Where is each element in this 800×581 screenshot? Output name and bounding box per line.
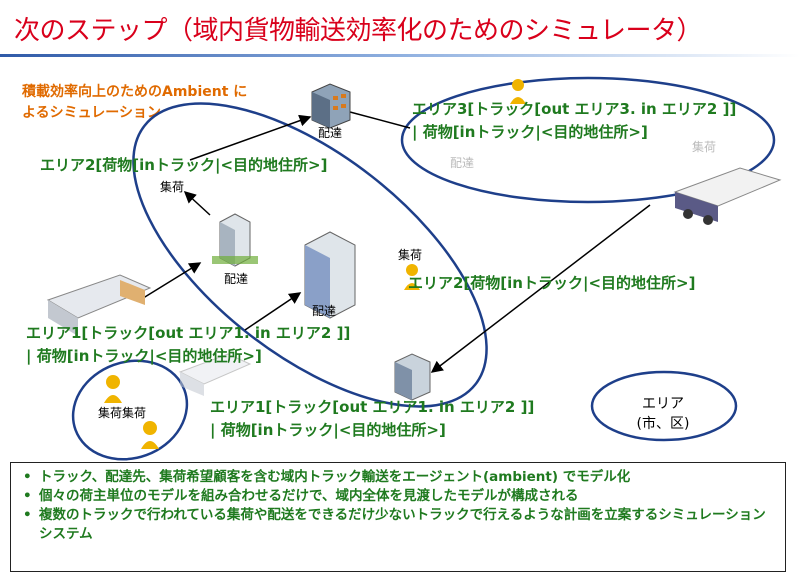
person-icon-mid [404,264,420,290]
summary-item: トラック、配達先、集荷希望顧客を含む域内トラック輸送をエージェント(ambien… [21,468,777,487]
arrow-building-to-area3 [349,111,411,129]
title-divider [0,54,800,57]
diagram-subtitle: 積載効率向上のためのAmbient に よるシミュレーション [22,82,247,124]
area3-label: エリア3[トラック[out エリア3. in エリア2 ]] | 荷物[inトラ… [412,98,736,144]
delivery-label-building: 配達 [312,304,337,318]
pickup-label-mid: 集荷 [398,248,423,262]
area1-ellipse [71,359,189,461]
person-icon-bottom-2 [141,421,159,449]
subtitle-line-2: よるシミュレーション [22,105,162,121]
summary-list: トラック、配達先、集荷希望顧客を含む域内トラック輸送をエージェント(ambien… [21,468,777,544]
page-title: 次のステップ（域内貨物輸送効率化のためのシミュレータ） [14,16,702,46]
area3-label-line-1: エリア3[トラック[out エリア3. in エリア2 ]] [412,100,737,118]
building-tall-icon [304,231,356,319]
subtitle-line-1: 積載効率向上のためのAmbient に [22,84,248,100]
legend-ellipse [590,370,738,442]
area1-label-a-line-1: エリア1[トラック[out エリア1. in エリア2 ]] [26,324,351,342]
area3-ellipse [400,76,776,204]
truck-middle-icon [178,353,252,396]
arrow-truck2-to-bldg [244,292,302,331]
area-legend: エリア (市、区) [628,394,698,434]
area1-label-b-line-1: エリア1[トラック[out エリア1. in エリア2 ]] [210,398,535,416]
faint-delivery-label: 配達 [450,156,475,170]
legend-line-2: (市、区) [636,416,690,432]
area2-top-label: エリア2[荷物[inトラック|<目的地住所>] [40,156,328,174]
arrow-area3-truck-to-bottom [430,204,651,373]
area1-label-a-line-2: | 荷物[inトラック|<目的地住所>] [26,347,262,365]
area3-label-line-2: | 荷物[inトラック|<目的地住所>] [412,123,648,141]
truck-right-icon [673,167,782,225]
area1-label-b-line-2: | 荷物[inトラック|<目的地住所>] [210,421,446,439]
building-top-icon [311,83,351,129]
person-icon-bottom-1 [104,375,122,403]
legend-line-1: エリア [642,396,684,412]
pickup-label-top: 集荷 [160,180,185,194]
arrow-area2-to-building [189,114,312,161]
faint-pickup-label: 集荷 [692,140,717,154]
summary-box: トラック、配達先、集荷希望顧客を含む域内トラック輸送をエージェント(ambien… [10,462,786,572]
area2-ellipse [132,102,488,408]
area1-label-b: エリア1[トラック[out エリア1. in エリア2 ]] | 荷物[inトラ… [210,396,534,442]
area1-label-a: エリア1[トラック[out エリア1. in エリア2 ]] | 荷物[inトラ… [26,322,350,368]
pickup-label-bottom: 集荷集荷 [98,406,147,420]
truck-left-icon [46,274,152,336]
delivery-label-top: 配達 [318,126,343,140]
arrow-delivery-to-top [183,190,211,216]
building-bottom-icon [394,353,431,401]
summary-item: 複数のトラックで行われている集荷や配送をできるだけ少ないトラックで行えるような計… [21,506,777,544]
person-icon-top [510,79,526,104]
building-small-icon [212,213,258,267]
delivery-label-mid: 配達 [224,272,249,286]
area2-mid-label: エリア2[荷物[inトラック|<目的地住所>] [408,274,696,292]
arrow-truck-to-delivery [139,262,202,301]
summary-item: 個々の荷主単位のモデルを組み合わせるだけで、域内全体を見渡したモデルが構成される [21,487,777,506]
